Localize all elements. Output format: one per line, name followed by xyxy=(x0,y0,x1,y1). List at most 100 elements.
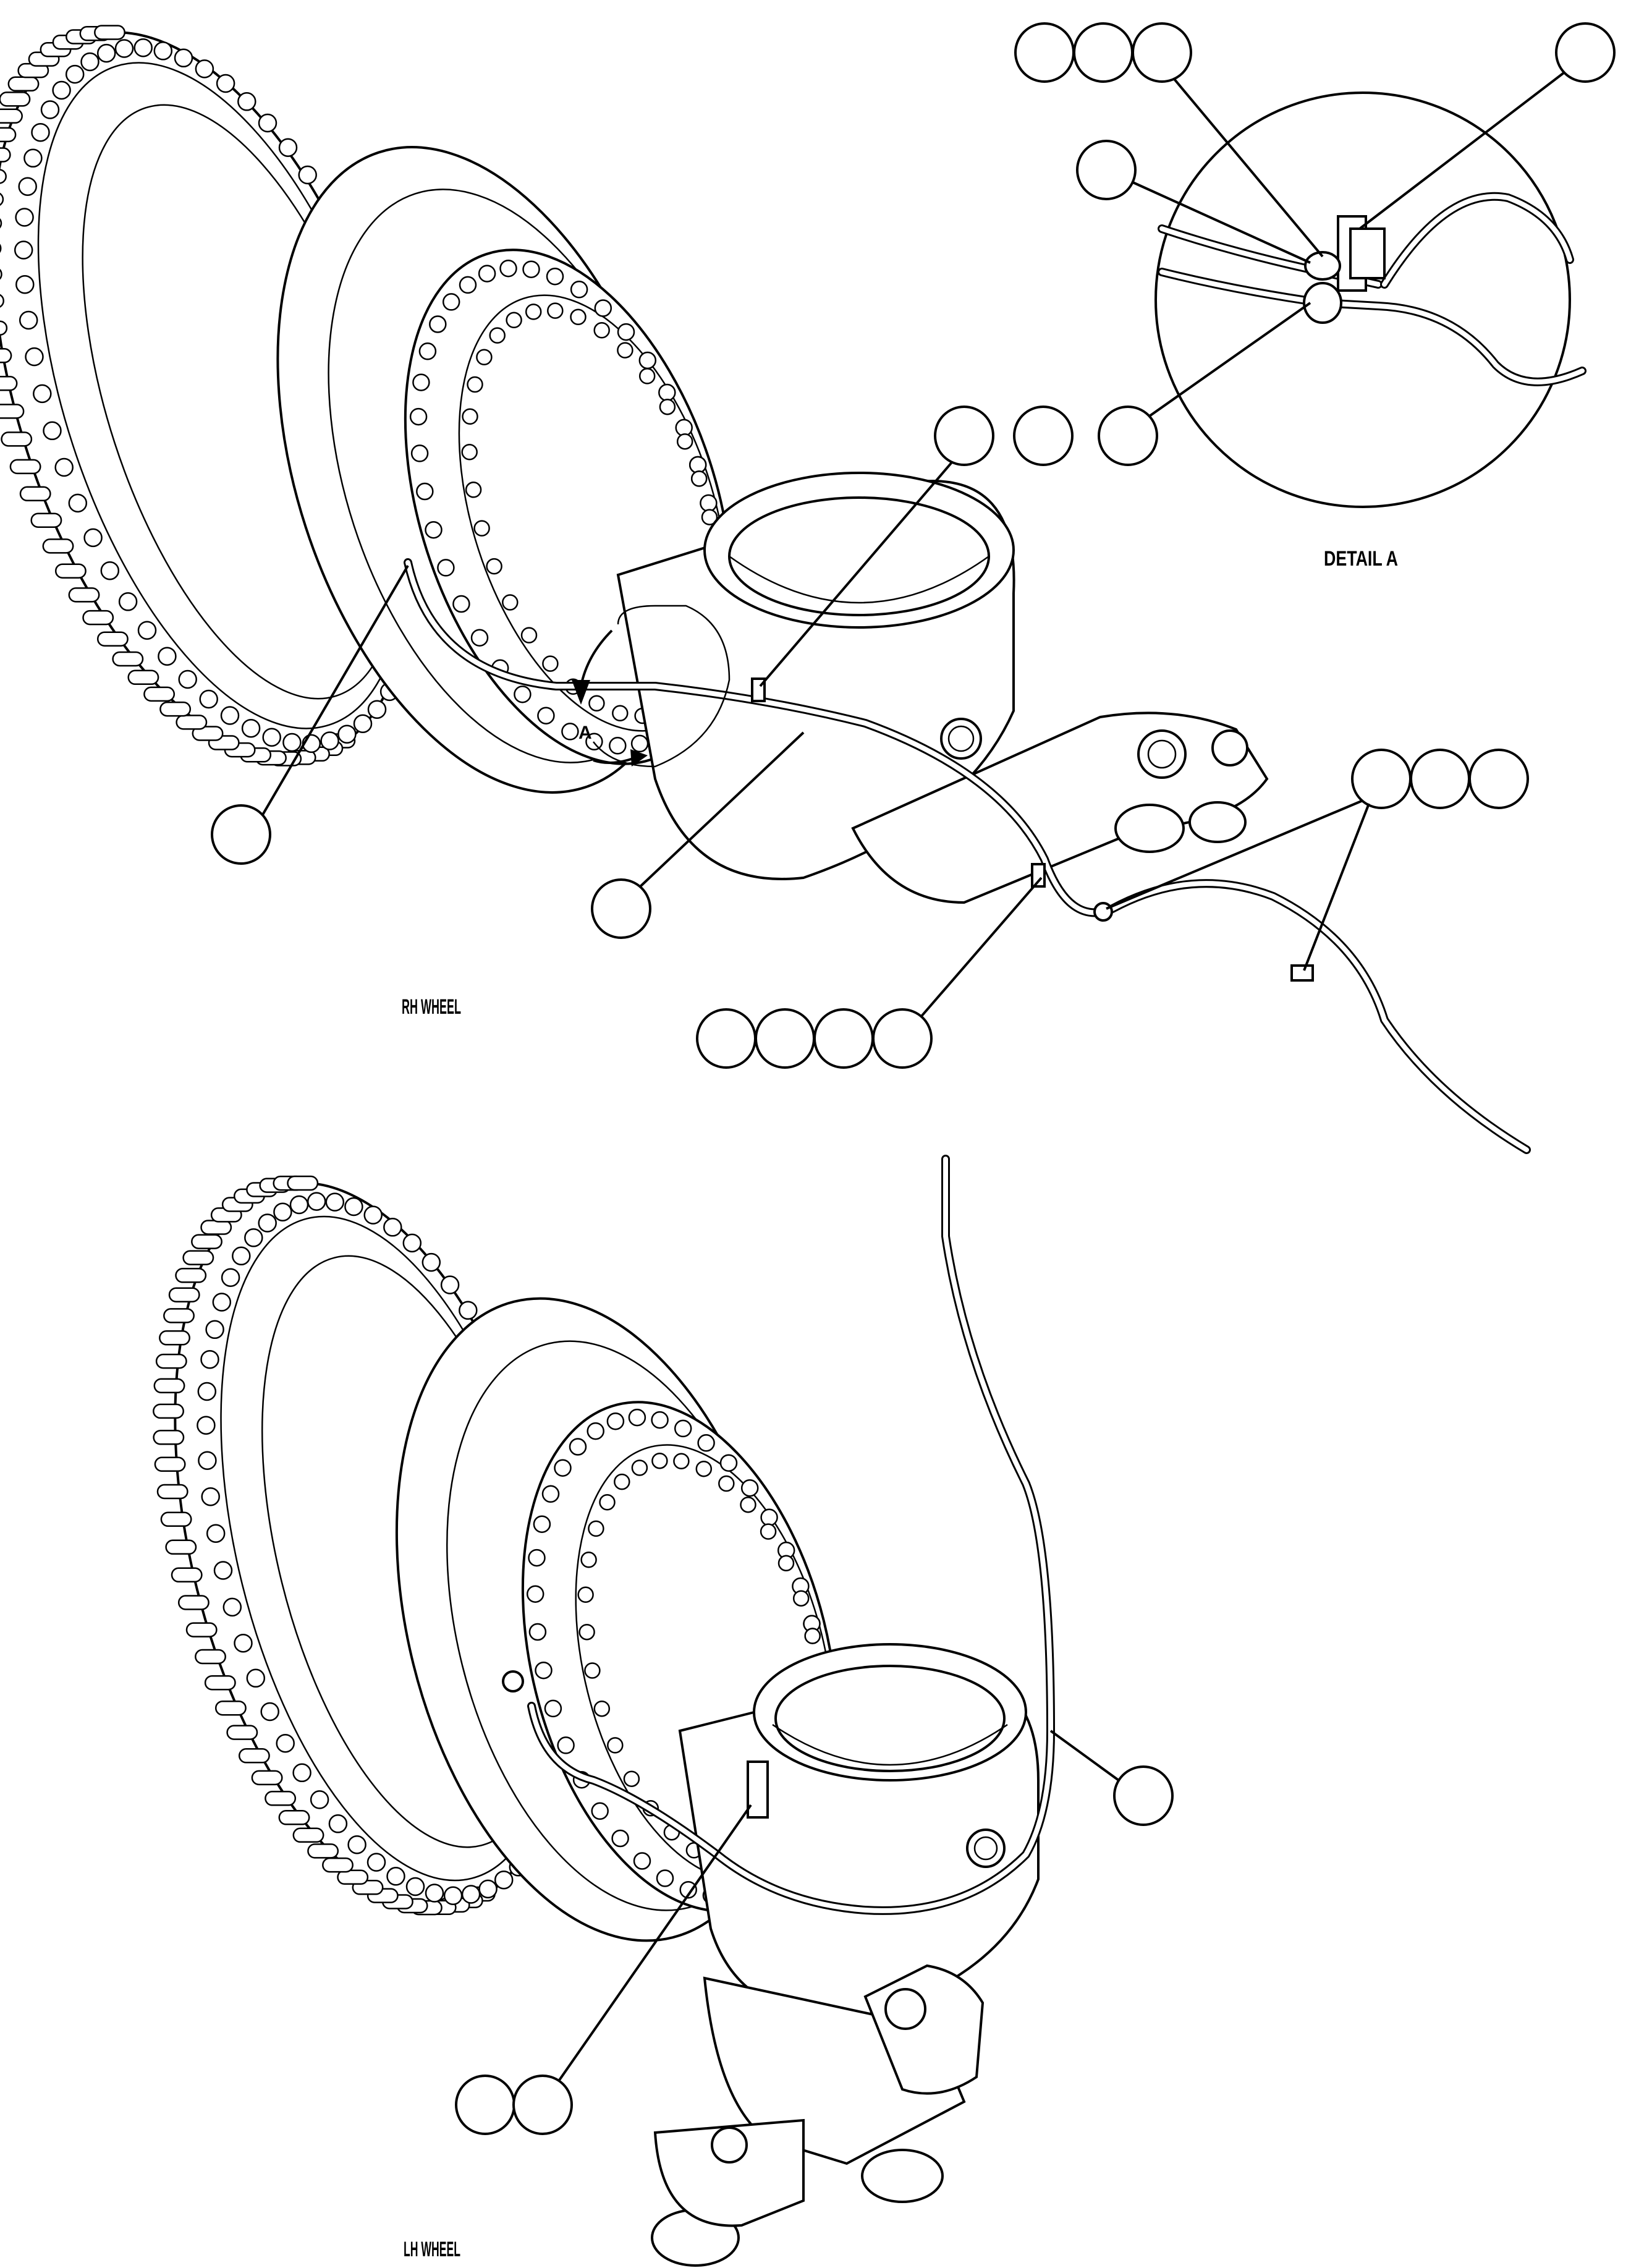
bolt-head xyxy=(594,299,612,317)
bolt-head xyxy=(476,349,493,366)
gear-tooth xyxy=(42,538,74,554)
bolt-head xyxy=(298,165,317,185)
detail-a-letter: A xyxy=(578,723,592,743)
bolt-head xyxy=(15,274,35,294)
gear-tooth xyxy=(0,91,31,107)
bolt-head xyxy=(440,1275,460,1294)
gear-tooth xyxy=(0,268,2,280)
gear-tooth xyxy=(96,631,129,647)
bolt-head xyxy=(478,265,496,282)
gear-tooth xyxy=(159,701,192,717)
gear-tooth xyxy=(0,127,17,143)
bolt-head xyxy=(542,655,559,672)
bolt-head xyxy=(526,1585,544,1603)
bolt-head xyxy=(114,39,134,58)
callout-balloon xyxy=(1098,406,1158,466)
gear-tooth xyxy=(30,512,62,528)
gear-tooth xyxy=(153,1378,185,1394)
bolt-head xyxy=(675,418,693,437)
bolt-head xyxy=(292,1763,311,1783)
bolt-head xyxy=(651,1411,669,1429)
bolt-head xyxy=(425,520,443,539)
bolt-head xyxy=(688,456,707,474)
bolt-head xyxy=(347,1835,366,1854)
gear-tooth xyxy=(185,1622,218,1637)
bolt-head xyxy=(537,707,555,724)
gear-tooth xyxy=(182,1250,214,1265)
bolt-head xyxy=(593,322,610,339)
bolt-head xyxy=(584,1662,601,1679)
callout-balloon xyxy=(934,406,994,466)
bolt-head xyxy=(628,1408,646,1427)
bolt-head xyxy=(262,728,281,747)
bolt-head xyxy=(337,724,357,744)
bolt-head xyxy=(695,1460,713,1477)
gear-tooth xyxy=(238,1748,270,1764)
bolt-head xyxy=(461,1885,481,1904)
bolt-head xyxy=(578,1623,595,1641)
bolt-head xyxy=(690,470,708,487)
bolt-head xyxy=(623,1770,640,1787)
bolt-head xyxy=(502,594,519,611)
callout-balloon xyxy=(1013,406,1074,466)
detail-a-view xyxy=(1154,91,1587,508)
gear-tooth xyxy=(54,563,87,579)
gear-tooth xyxy=(19,486,51,502)
bolt-head xyxy=(18,177,37,196)
callout-balloon xyxy=(1410,749,1470,809)
bolt-head xyxy=(443,1886,463,1905)
bolt-head xyxy=(278,138,298,157)
bolt-head xyxy=(462,408,478,425)
callout-balloon xyxy=(696,1008,756,1069)
bolt-head xyxy=(528,1548,546,1567)
bolt-head xyxy=(478,1879,498,1899)
bolt-head xyxy=(614,1473,630,1490)
gear-tooth xyxy=(292,1827,324,1843)
bolt-head xyxy=(174,48,193,68)
bolt-head xyxy=(719,1454,738,1472)
bolt-head xyxy=(96,43,116,63)
gear-tooth xyxy=(1,431,33,447)
bolt-head xyxy=(199,689,218,709)
gear-tooth xyxy=(160,1511,192,1527)
bolt-head xyxy=(459,276,477,294)
callout-balloon xyxy=(1113,1765,1174,1826)
bolt-head xyxy=(222,1597,242,1617)
bolt-head xyxy=(760,1508,778,1527)
bolt-head xyxy=(588,695,605,712)
bolt-head xyxy=(246,1668,266,1688)
callouts xyxy=(211,22,1616,2135)
bolt-head xyxy=(201,1487,220,1506)
gear-tooth xyxy=(191,1234,222,1249)
gear-tooth xyxy=(7,76,40,92)
rh-wheel-label: RH WHEEL xyxy=(402,995,461,1019)
bolt-head xyxy=(656,1869,674,1887)
callout-balloon xyxy=(1555,22,1616,83)
bolt-head xyxy=(740,1479,759,1497)
bolt-head xyxy=(137,621,157,640)
gear-tooth xyxy=(0,404,25,419)
bolt-head xyxy=(599,1494,616,1511)
gear-tooth xyxy=(168,1287,200,1302)
rh-axle-knuckle xyxy=(616,472,1269,904)
gear-tooth xyxy=(176,715,208,730)
bolt-head xyxy=(535,1661,553,1680)
bolt-head xyxy=(153,41,173,61)
lh-brake-hose xyxy=(502,1155,1056,1915)
bolt-head xyxy=(777,1555,795,1572)
gear-tooth xyxy=(143,686,176,702)
bolt-head xyxy=(593,1700,611,1717)
bolt-head xyxy=(611,1829,629,1848)
bolt-head xyxy=(673,1453,690,1470)
lh-wheel-label: LH WHEEL xyxy=(404,2238,460,2261)
bolt-head xyxy=(237,92,256,111)
bolt-head xyxy=(499,259,517,278)
bolt-head xyxy=(591,1802,609,1820)
bolt-head xyxy=(258,113,277,133)
bolt-head xyxy=(310,1790,329,1809)
gear-tooth xyxy=(163,1308,195,1323)
bolt-head xyxy=(43,421,62,441)
bolt-head xyxy=(244,1228,263,1247)
bolt-head xyxy=(258,1213,277,1233)
gear-tooth xyxy=(251,1770,283,1786)
